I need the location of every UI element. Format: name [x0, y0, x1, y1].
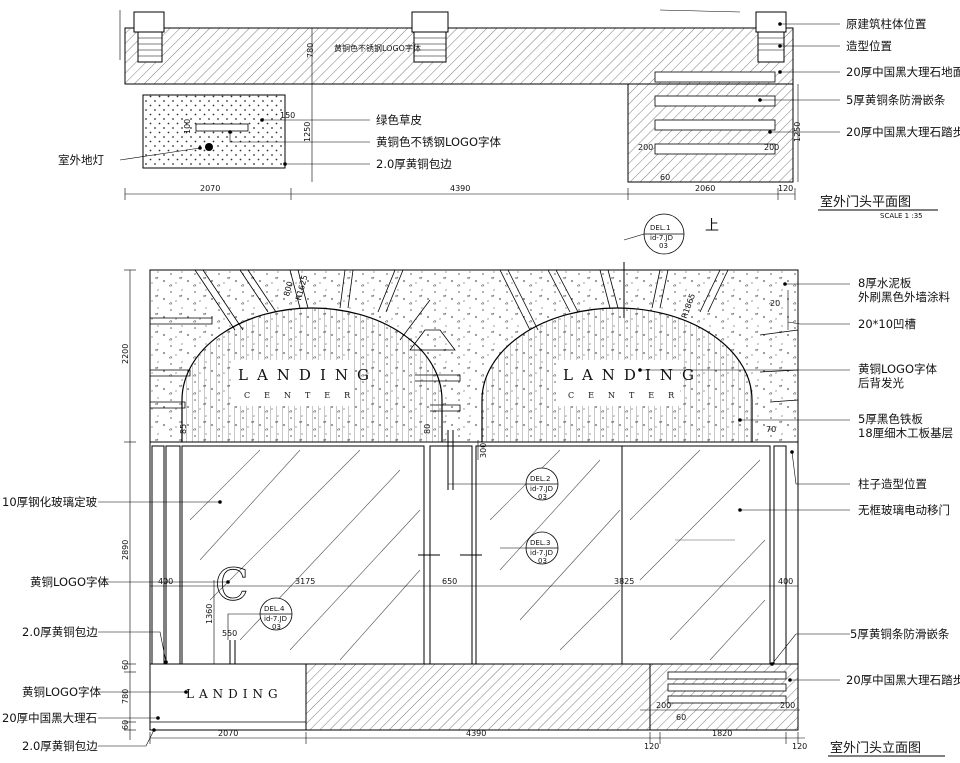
elev-label-logo: 黄铜LOGO字体	[858, 362, 938, 376]
elev-label-groove: 20*10凹槽	[858, 317, 917, 331]
elev-dim-780: 780	[121, 689, 130, 704]
elev-label-step: 20厚中国黑大理石踏步	[846, 673, 960, 687]
elev-dim-20: 20	[770, 299, 780, 308]
elev-dim-400b: 400	[778, 577, 793, 586]
elev-dim-85: 85	[179, 424, 188, 434]
detail-1-id: DEL.1	[650, 224, 670, 232]
detail-3-ref: id-7.JD	[530, 549, 553, 557]
detail-4-num: 03	[272, 623, 281, 631]
plan-title: 室外门头平面图	[820, 194, 911, 210]
plan-label-step: 20厚中国黑大理石踏步	[846, 125, 960, 139]
elev-dim-400a: 400	[158, 577, 173, 586]
elev-dim-3825: 3825	[614, 577, 634, 586]
detail-1-num: 03	[659, 242, 668, 250]
elev-label-glass: 10厚钢化玻璃定玻	[2, 495, 98, 509]
detail-2-id: DEL.2	[530, 475, 550, 483]
detail-3-num: 03	[538, 557, 547, 565]
plan-label-grass: 绿色草皮	[376, 113, 422, 127]
detail-1-ref: id-7.JD	[650, 234, 673, 242]
detail-2-ref: id-7.JD	[530, 485, 553, 493]
plan-scale: SCALE 1 :35	[880, 212, 923, 220]
elev-dim-70: 70	[766, 425, 776, 434]
logo-main-left: LANDING	[238, 366, 378, 384]
elev-label-logo-c: 黄铜LOGO字体	[30, 575, 110, 589]
plan-label-edge: 2.0厚黄铜包边	[376, 157, 452, 171]
elev-dim-1820: 1820	[712, 729, 732, 738]
elev-dim-550: 550	[222, 629, 237, 638]
detail-4-id: DEL.4	[264, 605, 285, 613]
elev-label-cement: 8厚水泥板	[858, 276, 912, 290]
plan-dim-4: 120	[778, 184, 793, 193]
elev-dim-650: 650	[442, 577, 457, 586]
elev-dim-60a: 60	[121, 660, 130, 670]
plan-label-light: 室外地灯	[58, 153, 104, 167]
logo-letter-c: C	[215, 560, 249, 611]
elev-dim-200a: 200	[656, 701, 671, 710]
elev-label-pillar: 柱子造型位置	[858, 477, 927, 491]
elev-dim-2070: 2070	[218, 729, 238, 738]
elev-dim-120a: 120	[644, 742, 659, 751]
elevation-title: 室外门头立面图	[830, 740, 921, 756]
plan-dim-1: 2070	[200, 184, 220, 193]
plan-dim-100: 100	[183, 119, 192, 134]
detail-3-id: DEL.3	[530, 539, 550, 547]
plan-label-logo: 黄铜色不锈钢LOGO字体	[376, 135, 502, 149]
elev-label-backlight: 后背发光	[858, 376, 904, 390]
elev-dim-60c: 60	[676, 713, 686, 722]
elev-dim-120b: 120	[792, 742, 807, 751]
plan-dim-60: 60	[660, 173, 670, 182]
plan-dim-780: 780	[306, 43, 315, 58]
elev-label-board: 18厘细木工板基层	[858, 426, 953, 440]
elev-dim-4390: 4390	[466, 729, 486, 738]
elevation-view: LANDING CENTER LANDING CENTER	[2, 213, 960, 757]
logo-main-right: LANDING	[563, 366, 703, 384]
plan-dim-200b: 200	[764, 143, 779, 152]
north-mark: 上	[705, 218, 719, 234]
elev-dim-60b: 60	[121, 720, 130, 730]
plan-inline-logo-text: 黄铜色不锈钢LOGO字体	[334, 43, 421, 53]
elev-label-door: 无框玻璃电动移门	[858, 503, 950, 517]
plan-label-shape: 造型位置	[846, 39, 892, 53]
elev-label-marble: 20厚中国黑大理石	[2, 711, 97, 725]
plan-dim-3: 2060	[695, 184, 715, 193]
plan-dim-1250: 1250	[303, 122, 312, 142]
elev-label-logo-base: 黄铜LOGO字体	[22, 685, 102, 699]
elev-dim-2890: 2890	[121, 540, 130, 560]
plan-dim-150: 150	[280, 111, 295, 120]
elev-dim-200b: 200	[780, 701, 795, 710]
elev-label-ironplate: 5厚黑色铁板	[858, 412, 923, 426]
plan-dim-200a: 200	[638, 143, 653, 152]
elev-label-edge1: 2.0厚黄铜包边	[22, 625, 98, 639]
elev-dim-3175: 3175	[295, 577, 315, 586]
logo-base: LANDING	[186, 687, 283, 701]
plan-label-strip: 5厚黄铜条防滑嵌条	[846, 93, 946, 107]
elev-dim-2200: 2200	[121, 344, 130, 364]
detail-4-ref: id-7.JD	[264, 615, 287, 623]
plan-label-column: 原建筑柱体位置	[846, 17, 927, 31]
elev-dim-800: 800	[282, 280, 295, 297]
elev-label-strip: 5厚黄铜条防滑嵌条	[850, 627, 950, 641]
elev-label-edge2: 2.0厚黄铜包边	[22, 739, 98, 753]
plan-label-floor: 20厚中国黑大理石地面	[846, 65, 960, 79]
elev-label-paint: 外刷黑色外墙涂料	[858, 290, 950, 304]
elev-dim-300: 300	[479, 443, 488, 458]
plan-dim-2: 4390	[450, 184, 470, 193]
plan-view: 黄铜色不锈钢LOGO字体 上 2070 4390 2060 120 780 12…	[58, 9, 960, 234]
elev-dim-80: 80	[423, 424, 432, 434]
logo-sub-left: CENTER	[244, 391, 364, 400]
elev-dim-1360: 1360	[205, 604, 214, 624]
detail-2-num: 03	[538, 493, 547, 501]
logo-sub-right: CENTER	[568, 391, 688, 400]
